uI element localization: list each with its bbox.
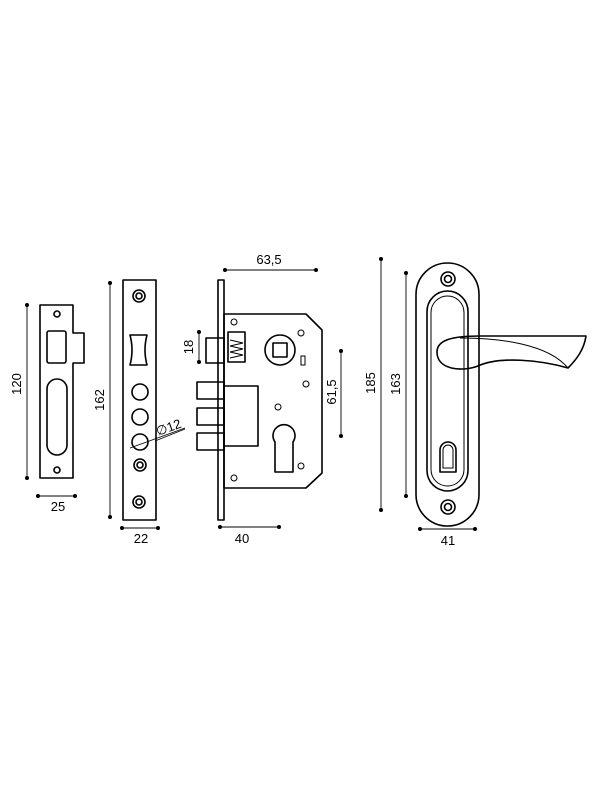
backset-dimension: 63,5 (223, 252, 318, 272)
handle-spacing-label: 163 (388, 373, 403, 395)
hole-diameter-callout: ∅12 (129, 416, 186, 449)
strike-width-dimension: 25 (36, 494, 77, 514)
strike-plate (39, 304, 85, 479)
faceplate-height-label: 162 (92, 389, 107, 411)
cylinder-distance-label: 61,5 (324, 379, 339, 404)
faceplate-width-label: 22 (134, 531, 148, 546)
door-handle (415, 262, 587, 527)
lock-body (196, 279, 323, 521)
handle-total-label: 185 (363, 372, 378, 394)
strike-height-label: 120 (9, 373, 24, 395)
faceplate-height-dimension: 162 (92, 281, 112, 519)
case-width-label: 40 (235, 531, 249, 546)
case-width-dimension: 40 (218, 525, 281, 546)
latch-offset-dimension: 18 (181, 330, 201, 364)
backset-label: 63,5 (256, 252, 281, 267)
latch-offset-label: 18 (181, 340, 196, 354)
cylinder-distance-dimension: 61,5 (324, 349, 343, 438)
handle-total-dimension: 185 (363, 257, 383, 512)
faceplate (122, 279, 157, 521)
handle-spacing-dimension: 163 (388, 271, 408, 498)
handle-width-label: 41 (441, 533, 455, 548)
strike-width-label: 25 (51, 499, 65, 514)
faceplate-width-dimension: 22 (120, 526, 160, 546)
handle-width-dimension: 41 (418, 527, 477, 548)
strike-height-dimension: 120 (9, 303, 29, 480)
